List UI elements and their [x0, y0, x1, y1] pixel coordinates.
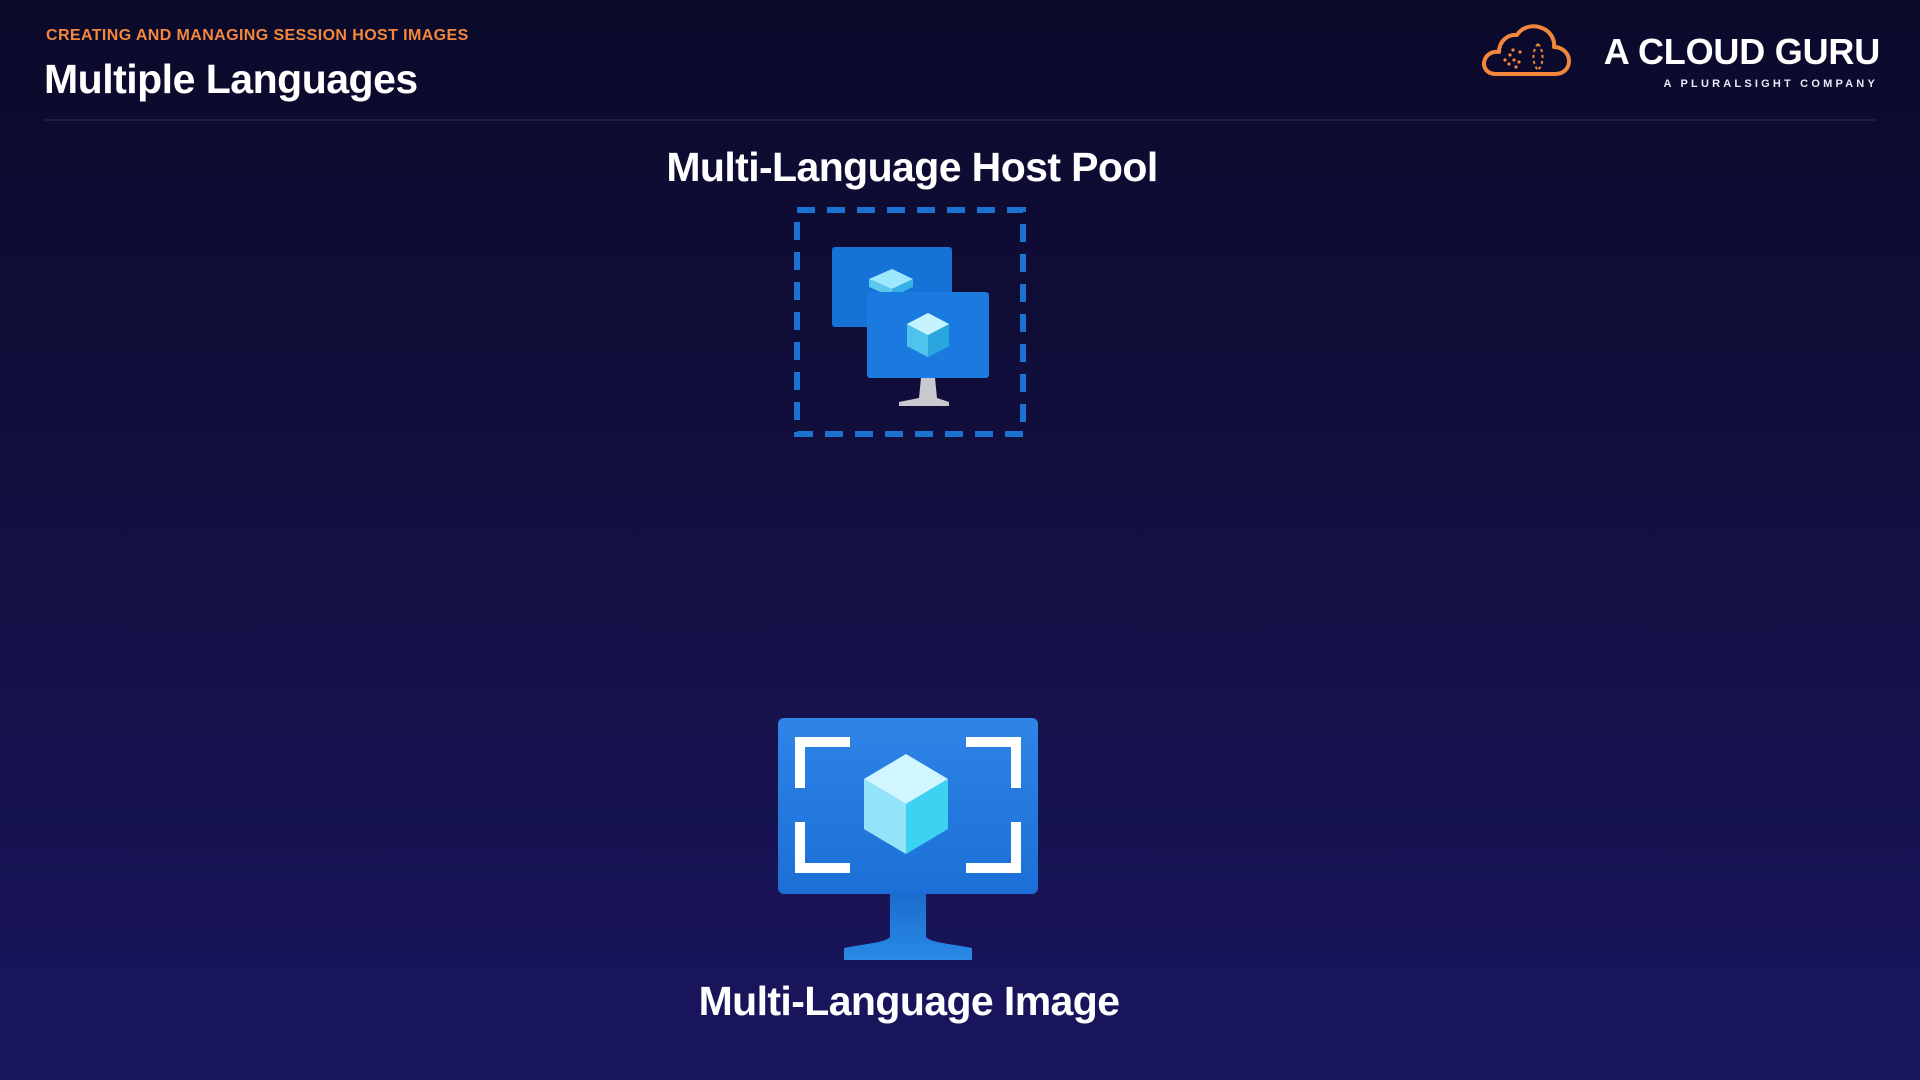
host-pool-icon	[794, 207, 1026, 437]
header-divider	[44, 119, 1876, 121]
brand-tagline: A PLURALSIGHT COMPANY	[1663, 78, 1878, 90]
slide-header: CREATING AND MANAGING SESSION HOST IMAGE…	[44, 26, 469, 102]
section-eyebrow: CREATING AND MANAGING SESSION HOST IMAGE…	[46, 27, 469, 44]
host-pool-label: Multi-Language Host Pool	[666, 144, 1158, 190]
cloud-icon	[1482, 24, 1571, 76]
slide-title: Multiple Languages	[44, 56, 418, 102]
image-label: Multi-Language Image	[698, 978, 1120, 1024]
brand-logo-block: A CLOUD GURU A PLURALSIGHT COMPANY	[1480, 22, 1880, 94]
vm-image-icon	[778, 718, 1038, 960]
brand-name: A CLOUD GURU	[1603, 31, 1880, 72]
